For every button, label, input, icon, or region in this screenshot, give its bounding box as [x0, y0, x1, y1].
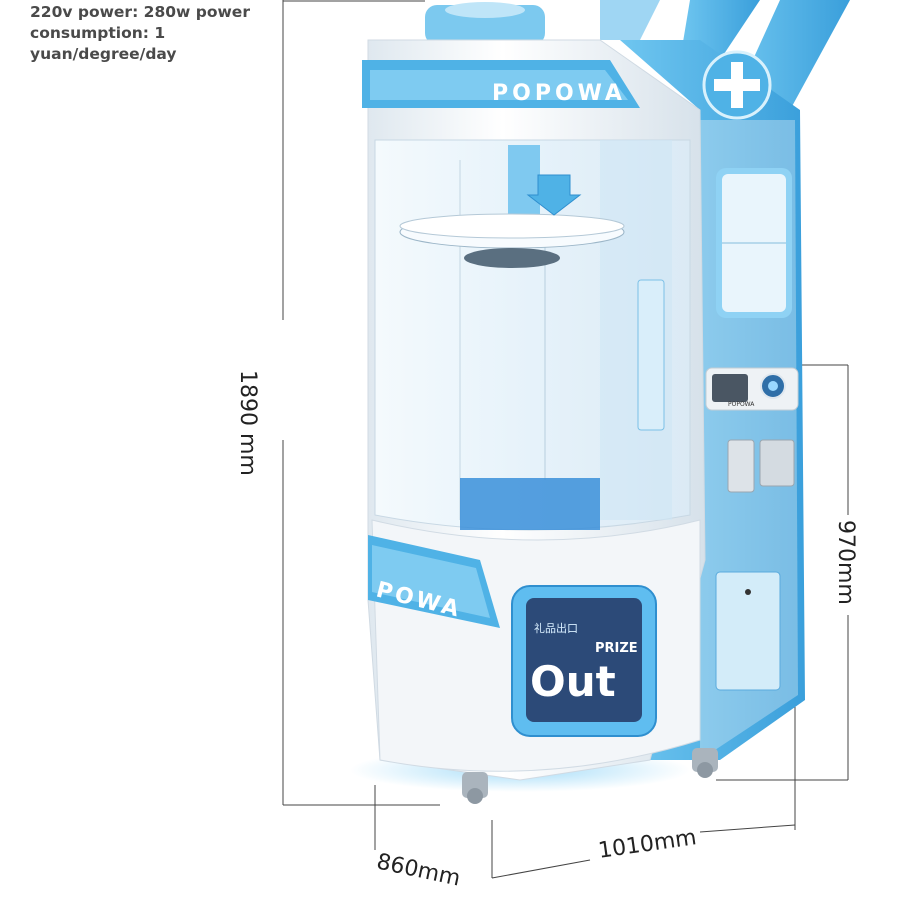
- spec-line: 220v power: 280w power: [30, 3, 250, 21]
- prize-label-en: PRIZE: [595, 641, 638, 656]
- top-brand-band: [362, 60, 640, 108]
- caster-wheels: [462, 748, 718, 804]
- prize-out-text: Out: [530, 657, 616, 706]
- side-brand-band: [368, 535, 500, 628]
- top-cap: [425, 2, 545, 45]
- prize-door: [511, 585, 657, 737]
- prize-bin: [460, 478, 600, 530]
- side-window: [716, 168, 792, 318]
- coin-slot: [727, 439, 795, 493]
- control-panel: [705, 367, 799, 411]
- claw-carousel: [399, 145, 625, 268]
- service-door: [715, 571, 781, 691]
- brand-top: POPOWA: [492, 81, 626, 106]
- right-height-dimension-label: 970mm: [833, 520, 858, 605]
- dimension-lines: [282, 0, 849, 879]
- spec-line: yuan/degree/day: [30, 45, 177, 63]
- plus-icon: [702, 50, 772, 120]
- height-dimension-label: 1890 mm: [235, 370, 260, 476]
- prize-label-cn: 礼品出口: [534, 621, 578, 635]
- panel-brand: POPOWA: [728, 401, 755, 408]
- spec-line: consumption: 1: [30, 24, 166, 42]
- instruction-strip: [637, 279, 665, 431]
- spec-text: 220v power: 280w power consumption: 1 yu…: [30, 2, 290, 65]
